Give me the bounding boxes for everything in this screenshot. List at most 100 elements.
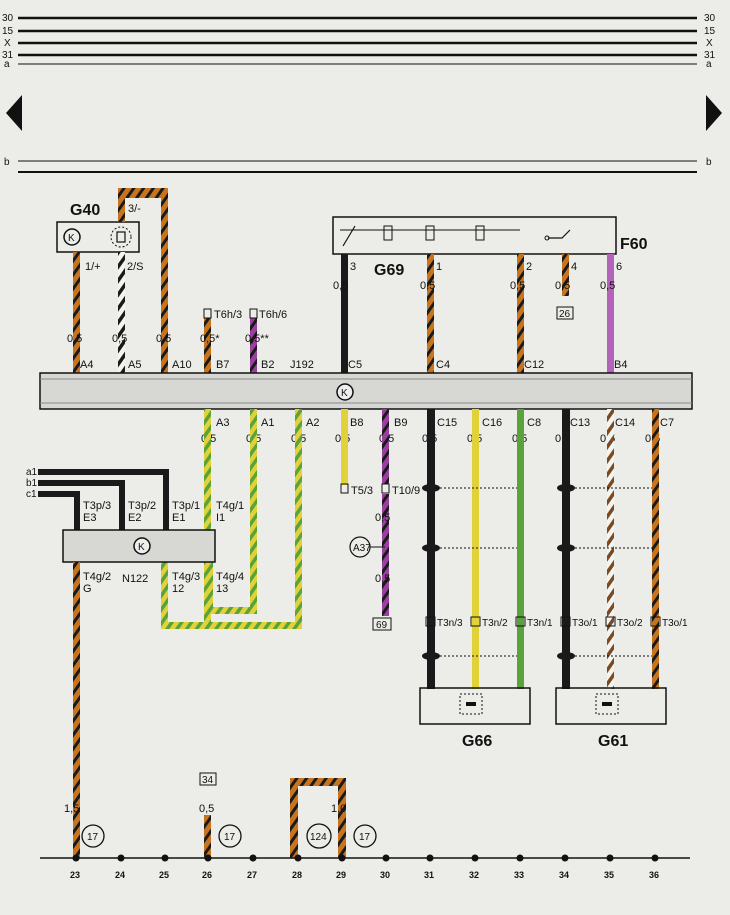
g40-pin-1: 1/+ [85,261,101,273]
wire-col-b8 [341,409,348,485]
rail-label-30-right: 30 [704,13,716,24]
wire-col-a4 [73,252,80,373]
size-b9-low: 0,5 [375,573,390,585]
pin-13: 13 [216,583,228,595]
j192-pin-c15: C15 [437,417,457,429]
connector-t3n1: T3n/1 [527,618,553,629]
g66-label: G66 [462,733,492,750]
ref-69-box [372,617,392,631]
ref-17-col26: 17 [224,832,236,843]
j192-pin-b4: B4 [614,359,627,371]
g40-sensor: G40 K [56,202,140,253]
ref-26: 26 [559,309,571,320]
wire-col-b4 [607,254,614,373]
column-number-24: 24 [115,870,125,880]
size-c5-top: 0,5 [333,280,348,292]
ref-34: 34 [202,775,214,786]
size-col-26: 0,5 [199,803,214,815]
wire-col-29 [338,778,346,858]
g61-sensor-icon [595,693,619,715]
pin-12: 12 [172,583,184,595]
j192-pin-c8: C8 [527,417,541,429]
wire-col-b9 [382,409,389,484]
rail-label-15-right: 15 [704,26,716,37]
j192-pin-c4: C4 [436,359,450,371]
column-node-24 [117,854,125,862]
connector-t109: T10/9 [392,485,420,497]
column-number-26: 26 [202,870,212,880]
j192-pin-b7: B7 [216,359,229,371]
j192-pin-a10: A10 [172,359,192,371]
wire-col-23 [73,562,80,858]
ref-26-box [556,306,574,320]
wire-col-c8 [517,409,524,689]
connector-t4g1: T4g/1 [216,500,244,512]
wire-col-c12 [517,254,524,373]
column-number-36: 36 [649,870,659,880]
g69-label: G69 [374,262,404,279]
column-node-30 [382,854,390,862]
j192-pin-b8: B8 [350,417,363,429]
g40-label: G40 [70,202,100,219]
column-number-23: 23 [70,870,80,880]
g69-pin-2: 2 [526,261,532,273]
g69-resistor-icon [383,225,393,241]
previous-page-arrow-icon[interactable] [6,95,22,131]
wire-loop-28-29 [290,778,345,786]
column-number-30: 30 [380,870,390,880]
f60-pin-6: 6 [616,261,622,273]
size-col-29: 1,0 [331,803,346,815]
connector-t3o1-a: T3o/1 [572,618,598,629]
wire-col-a1 [250,409,257,614]
wire-loop-a3-a2 [161,622,302,629]
ref-17-col23: 17 [87,832,99,843]
g40-pin-3: 3/- [128,203,141,215]
g40-k: K [68,233,75,244]
connector-t3p2: T3p/2 [128,500,156,512]
j192-pin-c13: C13 [570,417,590,429]
wire-col-c5 [341,254,348,373]
supply-rails: 30 15 X 31 a b 30 15 X 31 a b [2,13,716,173]
column-number-32: 32 [469,870,479,880]
j192-pin-b9: B9 [394,417,407,429]
j192-control-unit: K [39,372,693,410]
j192-pin-a3: A3 [216,417,229,429]
size-c4-top: 0,5 [420,280,435,292]
wire-col-b7 [204,318,211,373]
j192-pin-a1: A1 [261,417,274,429]
connector-t3o2: T3o/2 [617,618,643,629]
pin-e2: E2 [128,512,141,524]
j192-pin-j192: J192 [290,359,314,371]
next-page-arrow-icon[interactable] [706,95,722,131]
f60-label: F60 [620,236,648,253]
g40-pin-2: 2/S [127,261,144,273]
size-a5: 0,5 [112,333,127,345]
j192-pin-a5: A5 [128,359,141,371]
input-b1: b1 [26,478,38,489]
g61-label: G61 [598,733,628,750]
g66-box [419,687,531,725]
connector-t3o1-b: T3o/1 [662,618,688,629]
wire-col-26 [204,815,211,858]
wire-col-a3 [204,409,211,629]
column-number-28: 28 [292,870,302,880]
ref-69: 69 [376,620,388,631]
wire-col-c16 [472,409,479,689]
connector-t3n2: T3n/2 [482,618,508,629]
j192-pin-a2: A2 [306,417,319,429]
rail-label-b-left: b [4,157,10,168]
f60-pin-4: 4 [571,261,577,273]
connector-t3p3: T3p/3 [83,500,111,512]
g61-box [555,687,667,725]
column-node-28 [294,854,302,862]
size-a4: 0,5 [67,333,82,345]
f60-wire-4 [562,254,569,296]
rail-label-30-left: 30 [2,13,14,24]
g40-box [56,221,140,253]
ref-124: 124 [310,832,327,843]
size-a10: 0,5 [156,333,171,345]
